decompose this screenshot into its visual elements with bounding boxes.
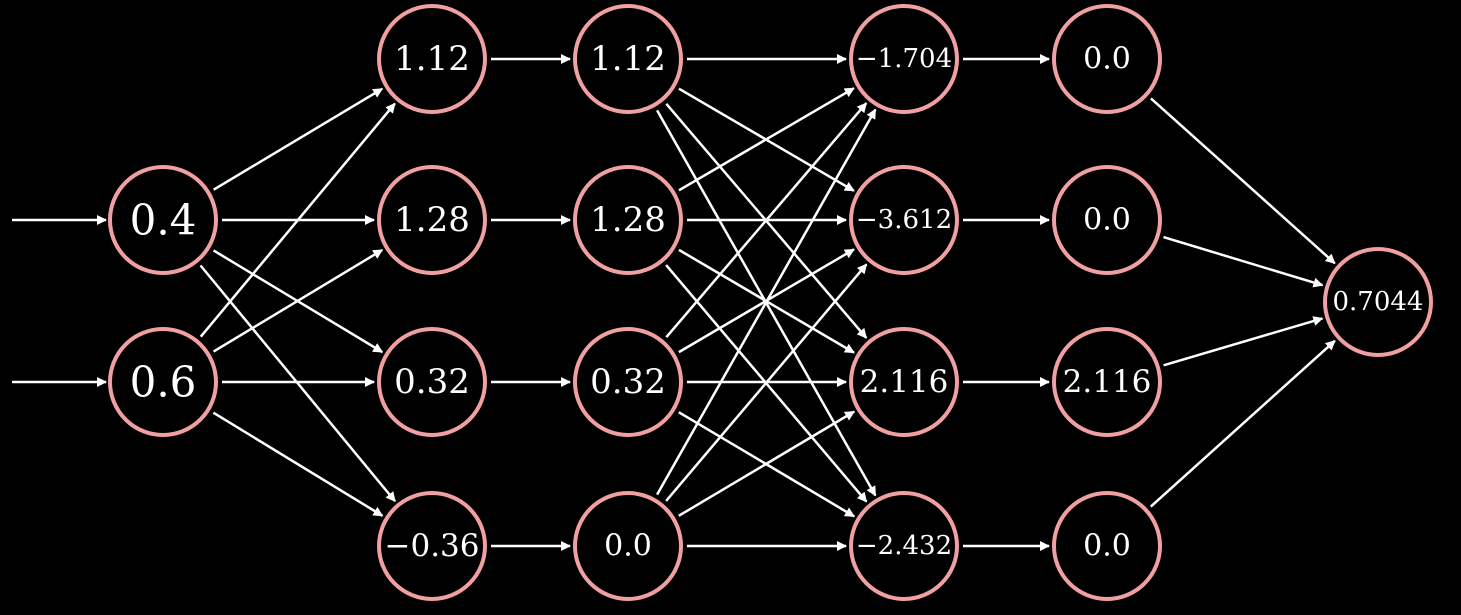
- node-hidden-2-linear-2: 2.116: [849, 327, 959, 437]
- node-circle: [108, 327, 218, 437]
- node-value: 0.6: [130, 358, 197, 407]
- edge-arrow: [1150, 97, 1336, 265]
- node-hidden-2-activation-2: 2.116: [1052, 327, 1162, 437]
- node-input-0: 0.4: [108, 165, 218, 275]
- node-hidden-2-activation-0: 0.0: [1052, 4, 1162, 114]
- edge-arrow: [665, 102, 868, 338]
- edges-group: [12, 54, 1336, 551]
- node-value: 0.0: [1083, 529, 1131, 564]
- node-circle: [108, 165, 218, 275]
- node-value: 2.116: [860, 364, 949, 400]
- edge-arrow: [665, 263, 868, 502]
- node-value: 0.32: [394, 362, 470, 402]
- node-value: −3.612: [856, 205, 952, 235]
- node-hidden-2-linear-3: −2.432: [849, 491, 959, 601]
- node-value: 2.116: [1063, 364, 1152, 400]
- edge-arrow: [212, 411, 384, 517]
- node-circle: [1323, 247, 1433, 357]
- node-circle: [849, 165, 959, 275]
- edge-arrow: [1150, 339, 1336, 508]
- edge-arrow: [212, 87, 384, 191]
- node-circle: [849, 491, 959, 601]
- node-hidden-1-linear-0: 1.12: [377, 4, 487, 114]
- node-value: −1.704: [856, 44, 952, 74]
- node-circle: [1052, 491, 1162, 601]
- node-hidden-2-activation-1: 0.0: [1052, 165, 1162, 275]
- edge-arrow: [678, 410, 855, 517]
- node-value: 0.0: [604, 529, 652, 564]
- node-value: 0.0: [1083, 42, 1131, 77]
- node-hidden-1-activation-0: 1.12: [573, 4, 683, 114]
- edge-arrow: [212, 248, 384, 353]
- node-input-1: 0.6: [108, 327, 218, 437]
- node-circle: [1052, 165, 1162, 275]
- node-circle: [573, 491, 683, 601]
- edge-arrow: [656, 108, 877, 496]
- node-value: 1.12: [394, 39, 470, 79]
- node-value: 0.4: [130, 196, 197, 245]
- node-hidden-2-linear-0: −1.704: [849, 4, 959, 114]
- node-value: −2.432: [856, 531, 952, 561]
- edge-arrow: [199, 264, 397, 503]
- node-hidden-1-activation-3: 0.0: [573, 491, 683, 601]
- node-circle: [849, 327, 959, 437]
- edge-arrow: [1163, 316, 1324, 367]
- node-circle: [1052, 4, 1162, 114]
- node-output-0: 0.7044: [1323, 247, 1433, 357]
- node-hidden-2-activation-3: 0.0: [1052, 491, 1162, 601]
- node-hidden-1-linear-1: 1.28: [377, 165, 487, 275]
- nodes-group: 0.4 0.6 1.12 1.28 0.32 −0.36 1.12 1.28 0.32 0.0 −1…: [108, 4, 1433, 601]
- edge-arrow: [1163, 235, 1324, 288]
- node-value: 1.28: [394, 200, 470, 240]
- node-circle: [377, 491, 487, 601]
- node-value: 1.12: [590, 39, 666, 79]
- node-circle: [573, 4, 683, 114]
- node-value: 0.32: [590, 362, 666, 402]
- node-circle: [377, 327, 487, 437]
- node-hidden-2-linear-1: −3.612: [849, 165, 959, 275]
- node-hidden-1-linear-2: 0.32: [377, 327, 487, 437]
- edge-arrow: [199, 102, 396, 338]
- node-circle: [377, 4, 487, 114]
- edge-arrow: [678, 87, 855, 192]
- node-value: 0.7044: [1333, 287, 1424, 317]
- node-circle: [377, 165, 487, 275]
- node-hidden-1-activation-1: 1.28: [573, 165, 683, 275]
- node-circle: [573, 327, 683, 437]
- node-circle: [849, 4, 959, 114]
- node-hidden-1-activation-2: 0.32: [573, 327, 683, 437]
- node-circle: [573, 165, 683, 275]
- node-value: 1.28: [590, 200, 666, 240]
- node-circle: [1052, 327, 1162, 437]
- node-hidden-1-linear-3: −0.36: [377, 491, 487, 601]
- node-value: −0.36: [385, 528, 480, 564]
- node-value: 0.0: [1083, 203, 1131, 238]
